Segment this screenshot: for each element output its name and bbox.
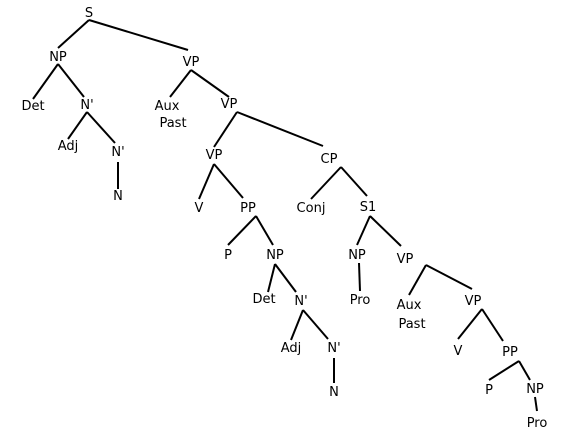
node-vp4: VP: [397, 252, 414, 267]
node-s1: S1: [360, 200, 377, 215]
node-vp3: VP: [206, 148, 223, 163]
node-p1: P: [224, 248, 232, 263]
node-det2: Det: [252, 292, 275, 307]
node-np4: NP: [526, 382, 544, 397]
tree-edge-vp2-cp: [236, 111, 324, 147]
tree-edge-s-np1: [57, 19, 90, 49]
node-nbar1: N': [80, 98, 93, 113]
tree-edge-vp4-aux2: [408, 264, 427, 296]
tree-edge-vp2-vp3: [213, 111, 238, 148]
node-aux2: Aux: [397, 298, 422, 313]
tree-edges: [32, 19, 538, 412]
tree-edge-pp2-p2: [488, 360, 520, 381]
node-n2: N: [329, 385, 339, 400]
tree-edge-vp1-aux1: [169, 69, 192, 98]
node-pro1: Pro: [350, 293, 371, 308]
tree-edge-np2-nbar3: [274, 263, 297, 293]
tree-edge-s-vp1: [88, 19, 189, 51]
node-n1: N: [113, 189, 123, 204]
tree-edge-vp5-v2: [457, 308, 483, 340]
tree-edge-nbar3-adj2: [290, 309, 304, 341]
node-aux1: Aux: [155, 99, 180, 114]
tree-edge-pp1-p1: [227, 215, 257, 246]
node-vp2: VP: [221, 97, 238, 112]
node-v2: V: [454, 344, 463, 359]
node-v1: V: [195, 201, 204, 216]
tree-edge-vp3-v1: [198, 163, 215, 200]
node-pp1: PP: [240, 201, 256, 216]
node-conj: Conj: [297, 201, 326, 216]
tree-edge-s1-vp4: [369, 215, 402, 247]
tree-edge-np1-det1: [32, 63, 59, 100]
node-p2: P: [485, 383, 493, 398]
tree-edge-pp2-np4: [518, 360, 531, 381]
node-nbar3: N': [294, 294, 307, 309]
node-adj2: Adj: [281, 341, 302, 356]
tree-edge-nbar1-adj1: [67, 111, 88, 140]
tree-edge-np2-det2: [267, 263, 276, 293]
node-past1: Past: [159, 116, 186, 131]
node-pro2: Pro: [527, 416, 548, 431]
node-det1: Det: [21, 99, 44, 114]
tree-edge-vp3-pp1: [213, 163, 244, 199]
node-adj1: Adj: [58, 139, 79, 154]
node-s: S: [85, 6, 93, 21]
node-vp5: VP: [465, 294, 482, 309]
node-np3: NP: [348, 248, 366, 263]
tree-edge-cp-conj: [310, 166, 342, 200]
node-past2: Past: [398, 317, 425, 332]
tree-edge-nbar3-nbar4: [302, 309, 329, 340]
node-pp2: PP: [502, 345, 518, 360]
tree-edge-pp1-np2: [255, 215, 274, 246]
tree-edge-nbar1-nbar2: [86, 111, 116, 144]
tree-edge-vp1-vp2: [190, 69, 230, 98]
tree-edge-np3-pro1: [358, 262, 361, 292]
tree-edge-cp-s1: [340, 166, 368, 197]
tree-edge-s1-np3: [356, 215, 371, 246]
node-np2: NP: [266, 248, 284, 263]
tree-edge-vp5-pp2: [481, 308, 504, 342]
node-vp1: VP: [183, 55, 200, 70]
tree-edge-np1-nbar1: [57, 63, 85, 98]
node-nbar2: N': [111, 145, 124, 160]
node-nbar4: N': [327, 341, 340, 356]
node-np1: NP: [49, 50, 67, 65]
node-cp: CP: [321, 152, 338, 167]
tree-edge-np4-pro2: [534, 396, 538, 412]
tree-edge-vp4-vp5: [425, 264, 473, 290]
